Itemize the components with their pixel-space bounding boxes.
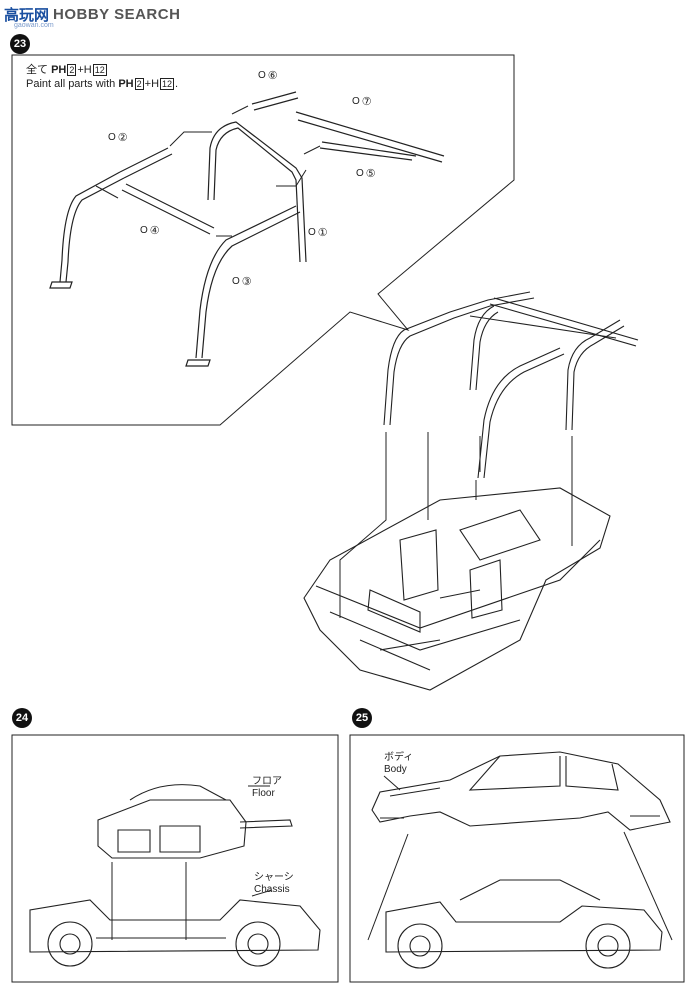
chassis	[29, 899, 321, 967]
part-label-o4: O ④	[140, 224, 160, 237]
rollcage-part-7	[295, 111, 445, 163]
part-label-o6: O ⑥	[258, 69, 278, 82]
watermark-brand-cn: 高玩网	[4, 7, 50, 24]
paint-join-en: +	[144, 78, 152, 90]
watermark-url: gaowan.com	[14, 22, 54, 29]
part-label-o6-prefix: O	[258, 70, 266, 81]
part-label-o5-num: ⑤	[365, 168, 376, 180]
part-label-o7-num: ⑦	[361, 96, 372, 108]
paint-instruction-en: Paint all parts with	[26, 78, 116, 90]
paint-prefix-b-en: H	[151, 78, 160, 90]
car-body	[371, 751, 671, 831]
floor-label-en: Floor	[252, 788, 275, 799]
chassis-label-jp: シャーシ	[254, 872, 294, 883]
paint-instruction-jp: 全て	[26, 64, 48, 76]
part-label-o5-prefix: O	[356, 168, 364, 179]
floor-label-jp: フロア	[252, 776, 282, 787]
step25-trapezoid	[367, 831, 673, 941]
floor-label: フロア Floor	[252, 776, 282, 800]
step25-frame	[349, 734, 685, 983]
step23-arrows	[95, 105, 321, 237]
step23-callout-frame	[11, 54, 515, 426]
step24-number: 24	[15, 712, 29, 724]
part-label-o1: O ①	[308, 226, 328, 239]
rollcage-part-1	[207, 121, 307, 263]
part-label-o4-num: ④	[149, 225, 160, 237]
body-label: ボディ Body	[384, 752, 413, 776]
paint-code-a: 2	[67, 64, 77, 76]
body-label-jp: ボディ	[384, 752, 414, 763]
part-label-o4-prefix: O	[140, 225, 148, 236]
step24-arrows	[111, 785, 273, 940]
step23-number: 23	[13, 38, 27, 50]
paint-prefix-a: PH	[51, 64, 67, 76]
step23-drop-arrows	[339, 432, 573, 618]
paint-join: +	[77, 64, 84, 76]
paint-code-b: 12	[92, 64, 107, 76]
floor-pan	[97, 784, 293, 859]
paint-code-b-en: 12	[160, 78, 175, 90]
step25-arrows	[380, 775, 660, 819]
part-label-o2-prefix: O	[108, 132, 116, 143]
paint-prefix-a-en: PH	[118, 78, 134, 90]
car-body-cutaway	[303, 487, 611, 691]
step24-frame	[11, 734, 339, 983]
watermark: 高玩网 HOBBY SEARCH gaowan.com	[4, 4, 181, 29]
part-label-o6-num: ⑥	[267, 70, 278, 82]
part-label-o7-prefix: O	[352, 96, 360, 107]
paint-code-a-en: 2	[134, 78, 144, 90]
part-label-o5: O ⑤	[356, 167, 376, 180]
part-label-o2: O ②	[108, 131, 128, 144]
rollcage-part-3	[185, 205, 301, 367]
part-label-o1-prefix: O	[308, 227, 316, 238]
part-label-o3: O ③	[232, 275, 252, 288]
part-label-o3-num: ③	[241, 276, 252, 288]
chassis-label-en: Chassis	[254, 884, 290, 895]
step25-number: 25	[355, 712, 369, 724]
step25-number-badge: 25	[352, 708, 372, 728]
rollcage-part-4	[121, 183, 215, 235]
part-label-o7: O ⑦	[352, 95, 372, 108]
chassis-label: シャーシ Chassis	[254, 872, 294, 896]
part-label-o2-num: ②	[117, 132, 128, 144]
rollcage-part-6	[251, 91, 299, 111]
part-label-o1-num: ①	[317, 227, 328, 239]
body-label-en: Body	[384, 764, 407, 775]
watermark-brand-en: HOBBY SEARCH	[53, 6, 181, 23]
rollcage-part-5	[319, 141, 417, 161]
part-label-o3-prefix: O	[232, 276, 240, 287]
step23-number-badge: 23	[10, 34, 30, 54]
step24-number-badge: 24	[12, 708, 32, 728]
rollcage-part-2	[49, 147, 173, 289]
assembled-rollcage	[383, 291, 639, 479]
paint-prefix-b: H	[83, 64, 92, 76]
car-assembled-lower	[385, 879, 663, 969]
